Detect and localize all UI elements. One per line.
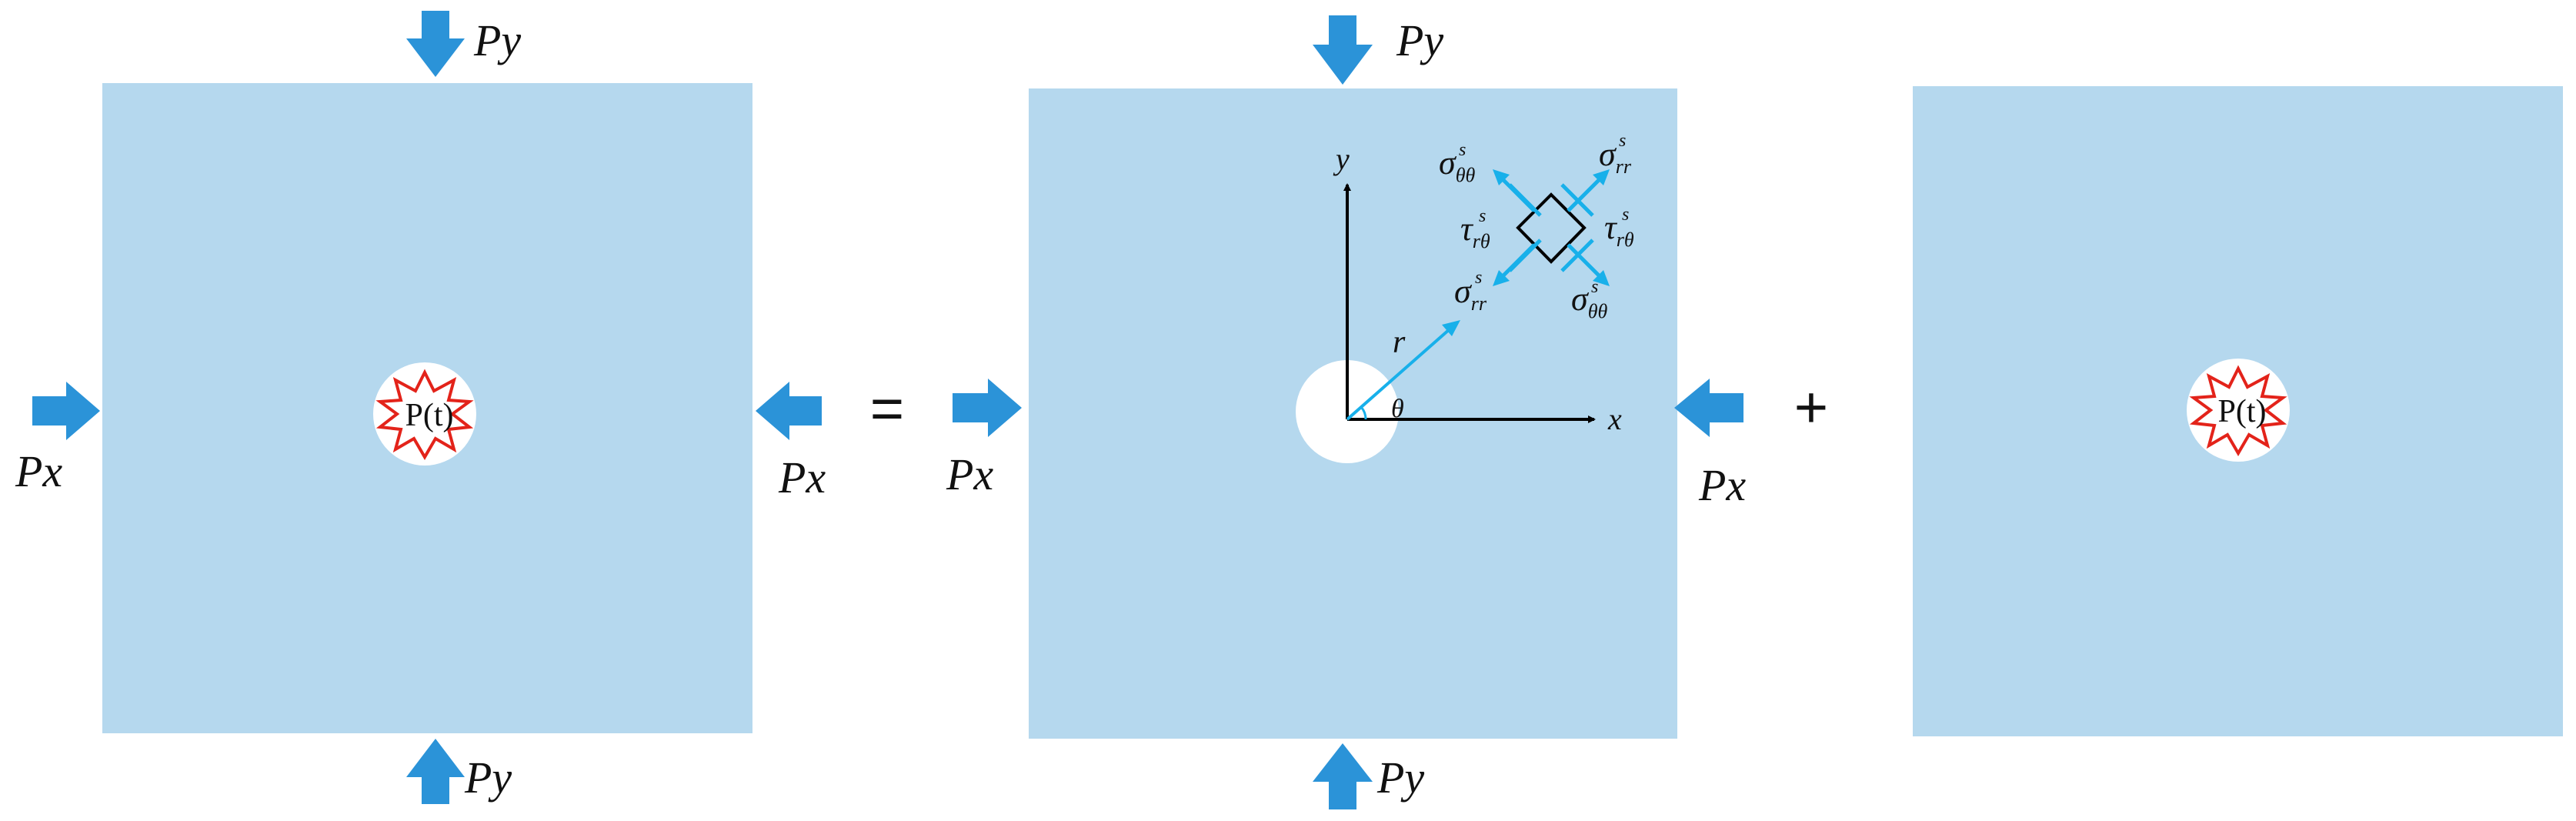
stress-arrowheads — [1493, 169, 1610, 286]
axis-x-label: x — [1607, 402, 1622, 436]
blast-burst-icon — [375, 369, 474, 460]
stress-sup-sigma-rr-bottom: s — [1475, 268, 1482, 288]
load-label-top: Py — [473, 15, 521, 65]
blast-label-right: P(t) — [2218, 394, 2267, 429]
equals-sign: = — [870, 376, 904, 442]
angle-arc — [1360, 406, 1367, 420]
radius-arrow — [1346, 327, 1452, 421]
stress-arrows — [1497, 174, 1605, 282]
load-label-left: Px — [946, 449, 993, 499]
stress-label-sigma-theta-top: σθθ — [1439, 144, 1475, 186]
radius-arrowhead — [1442, 320, 1460, 336]
load-arrow-left — [32, 382, 100, 440]
stress-label-sigma-theta-bottom: σθθ — [1571, 280, 1607, 322]
stress-sup-tau-right: s — [1622, 205, 1629, 225]
stress-label-tau-left: τrθ — [1460, 210, 1490, 252]
load-label-bottom: Py — [464, 753, 512, 803]
stress-label-sigma-rr-top: σrr — [1599, 135, 1632, 178]
load-arrow-top — [1313, 15, 1373, 85]
load-label-top: Py — [1396, 15, 1443, 65]
load-arrow-right — [756, 382, 822, 440]
load-arrow-top — [406, 11, 465, 77]
load-label-bottom: Py — [1376, 753, 1424, 803]
panel-middle: y x r θ σ — [946, 15, 1746, 809]
load-arrow-right — [1674, 379, 1743, 437]
load-label-right: Px — [1698, 460, 1746, 510]
stress-label-sigma-rr-bottom: σrr — [1454, 272, 1487, 315]
angle-label: θ — [1391, 395, 1404, 423]
load-arrow-left — [953, 379, 1022, 437]
panel-left: P(t) Py Py Px Px — [15, 11, 826, 804]
load-arrow-bottom — [406, 739, 465, 804]
stress-sup-sigma-theta-bottom: s — [1591, 277, 1598, 297]
blast-label-left: P(t) — [405, 398, 454, 433]
blast-burst-icon — [2189, 365, 2287, 456]
stress-sup-sigma-theta-top: s — [1459, 140, 1466, 160]
stress-sup-tau-left: s — [1479, 206, 1486, 226]
stress-element — [1516, 192, 1587, 264]
plus-sign: + — [1794, 375, 1828, 440]
radius-label: r — [1393, 325, 1406, 360]
panel-right: P(t) — [1913, 86, 2563, 736]
load-label-right: Px — [778, 452, 826, 502]
axis-y-label: y — [1333, 142, 1350, 176]
load-arrow-bottom — [1313, 743, 1373, 809]
stress-label-tau-right: τrθ — [1604, 209, 1634, 251]
load-label-left: Px — [15, 446, 62, 496]
stress-sup-sigma-rr-top: s — [1619, 131, 1626, 151]
